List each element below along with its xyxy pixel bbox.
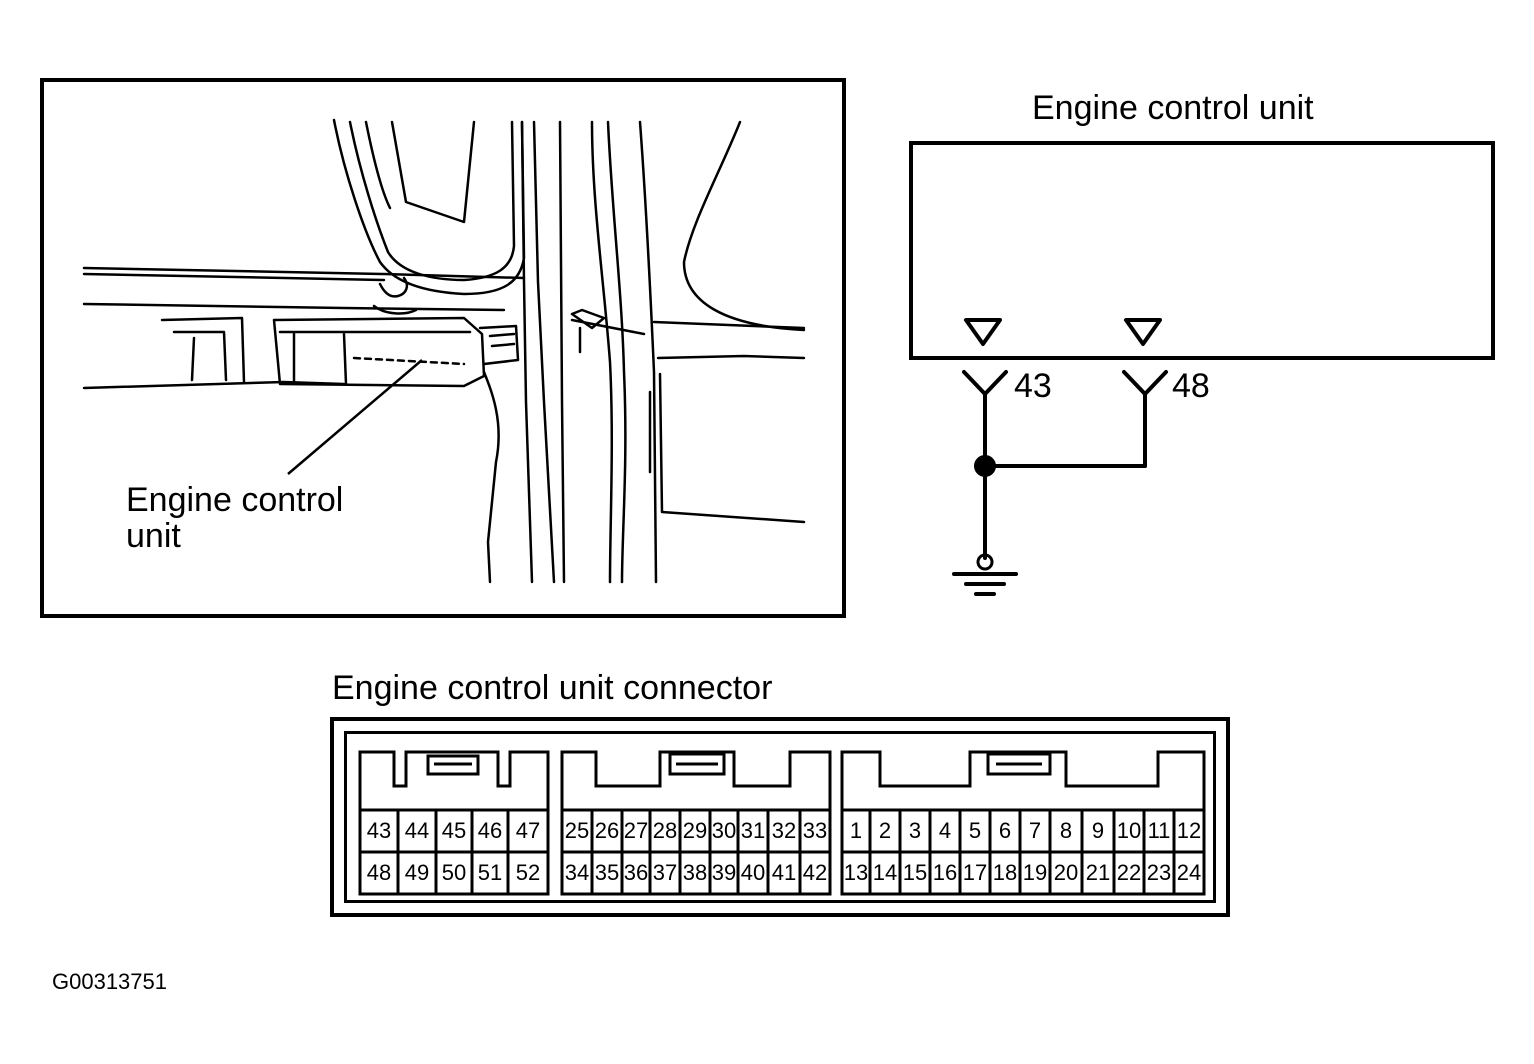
- pin-34: 34: [564, 860, 590, 885]
- pin-20: 20: [1053, 860, 1079, 885]
- pin-6: 6: [998, 818, 1012, 843]
- pin-51: 51: [477, 860, 503, 885]
- pin-9: 9: [1091, 818, 1105, 843]
- ecu-block: [909, 141, 1495, 360]
- pin-4: 4: [938, 818, 952, 843]
- pin-38: 38: [682, 860, 708, 885]
- ecu-callout-label-line2: unit: [126, 517, 181, 555]
- pin-2: 2: [878, 818, 892, 843]
- splice-junction-dot: [974, 455, 996, 477]
- pin-52: 52: [515, 860, 541, 885]
- pin-21: 21: [1085, 860, 1111, 885]
- pin-37: 37: [652, 860, 678, 885]
- pin-10: 10: [1116, 818, 1142, 843]
- connector-inner-frame: [344, 731, 1216, 903]
- pin-23: 23: [1146, 860, 1172, 885]
- pin-40: 40: [740, 860, 766, 885]
- pin-49: 49: [404, 860, 430, 885]
- pin-7: 7: [1028, 818, 1042, 843]
- location-illustration-panel: Engine control unit: [40, 78, 846, 618]
- pin-30: 30: [711, 818, 737, 843]
- pin-25: 25: [564, 818, 590, 843]
- pin-47: 47: [515, 818, 541, 843]
- pin-45: 45: [441, 818, 467, 843]
- pin-32: 32: [771, 818, 797, 843]
- pin-27: 27: [623, 818, 649, 843]
- ecu-callout-label-line1: Engine control: [126, 481, 344, 519]
- pin-36: 36: [623, 860, 649, 885]
- vehicle-interior-drawing: [82, 118, 806, 584]
- pin-35: 35: [594, 860, 620, 885]
- pin-43: 43: [366, 818, 392, 843]
- pin-11: 11: [1147, 818, 1171, 843]
- pin-31: 31: [740, 818, 766, 843]
- connector-block-a: 43 44 45 46 47 48 49 50 51 52: [358, 750, 550, 896]
- terminal-48-symbol: [1124, 318, 1162, 346]
- pin-44: 44: [404, 818, 430, 843]
- pin-19: 19: [1022, 860, 1048, 885]
- pin-17: 17: [962, 860, 988, 885]
- figure-id: G00313751: [52, 969, 167, 994]
- pin-18: 18: [992, 860, 1018, 885]
- pin-5: 5: [968, 818, 982, 843]
- pin-28: 28: [652, 818, 678, 843]
- pin-13: 13: [843, 860, 869, 885]
- pin-8: 8: [1059, 818, 1073, 843]
- pin-50: 50: [441, 860, 467, 885]
- ground-circuit-schematic: [952, 318, 1168, 596]
- pin-12: 12: [1176, 818, 1202, 843]
- connector-title: Engine control unit connector: [332, 669, 773, 707]
- pin-46: 46: [477, 818, 503, 843]
- callout-leader-line: [287, 359, 423, 475]
- pin-48: 48: [366, 860, 392, 885]
- pin-42: 42: [802, 860, 828, 885]
- pin-24: 24: [1176, 860, 1202, 885]
- terminal-48-label: 48: [1172, 367, 1210, 405]
- connector-block-b: 25 26 27 28 29 30 31 32 33 34 35 36 37 3…: [560, 750, 832, 896]
- pin-33: 33: [802, 818, 828, 843]
- terminal-43-symbol: [964, 318, 1002, 346]
- terminal-43-label: 43: [1014, 367, 1052, 405]
- pin-1: 1: [849, 818, 863, 843]
- pin-15: 15: [902, 860, 928, 885]
- pin-29: 29: [682, 818, 708, 843]
- connector-block-c: 1 2 3 4 5 6 7 8 9 10 11 12 13 14 15 16 1…: [840, 750, 1206, 896]
- ecu-connector-face: 43 44 45 46 47 48 49 50 51 52 25 26 27: [330, 717, 1230, 917]
- schematic-title: Engine control unit: [1032, 89, 1314, 127]
- pin-22: 22: [1116, 860, 1142, 885]
- pin-14: 14: [872, 860, 898, 885]
- pin-26: 26: [594, 818, 620, 843]
- pin-3: 3: [908, 818, 922, 843]
- pin-41: 41: [771, 860, 797, 885]
- pin-16: 16: [932, 860, 958, 885]
- pin-39: 39: [711, 860, 737, 885]
